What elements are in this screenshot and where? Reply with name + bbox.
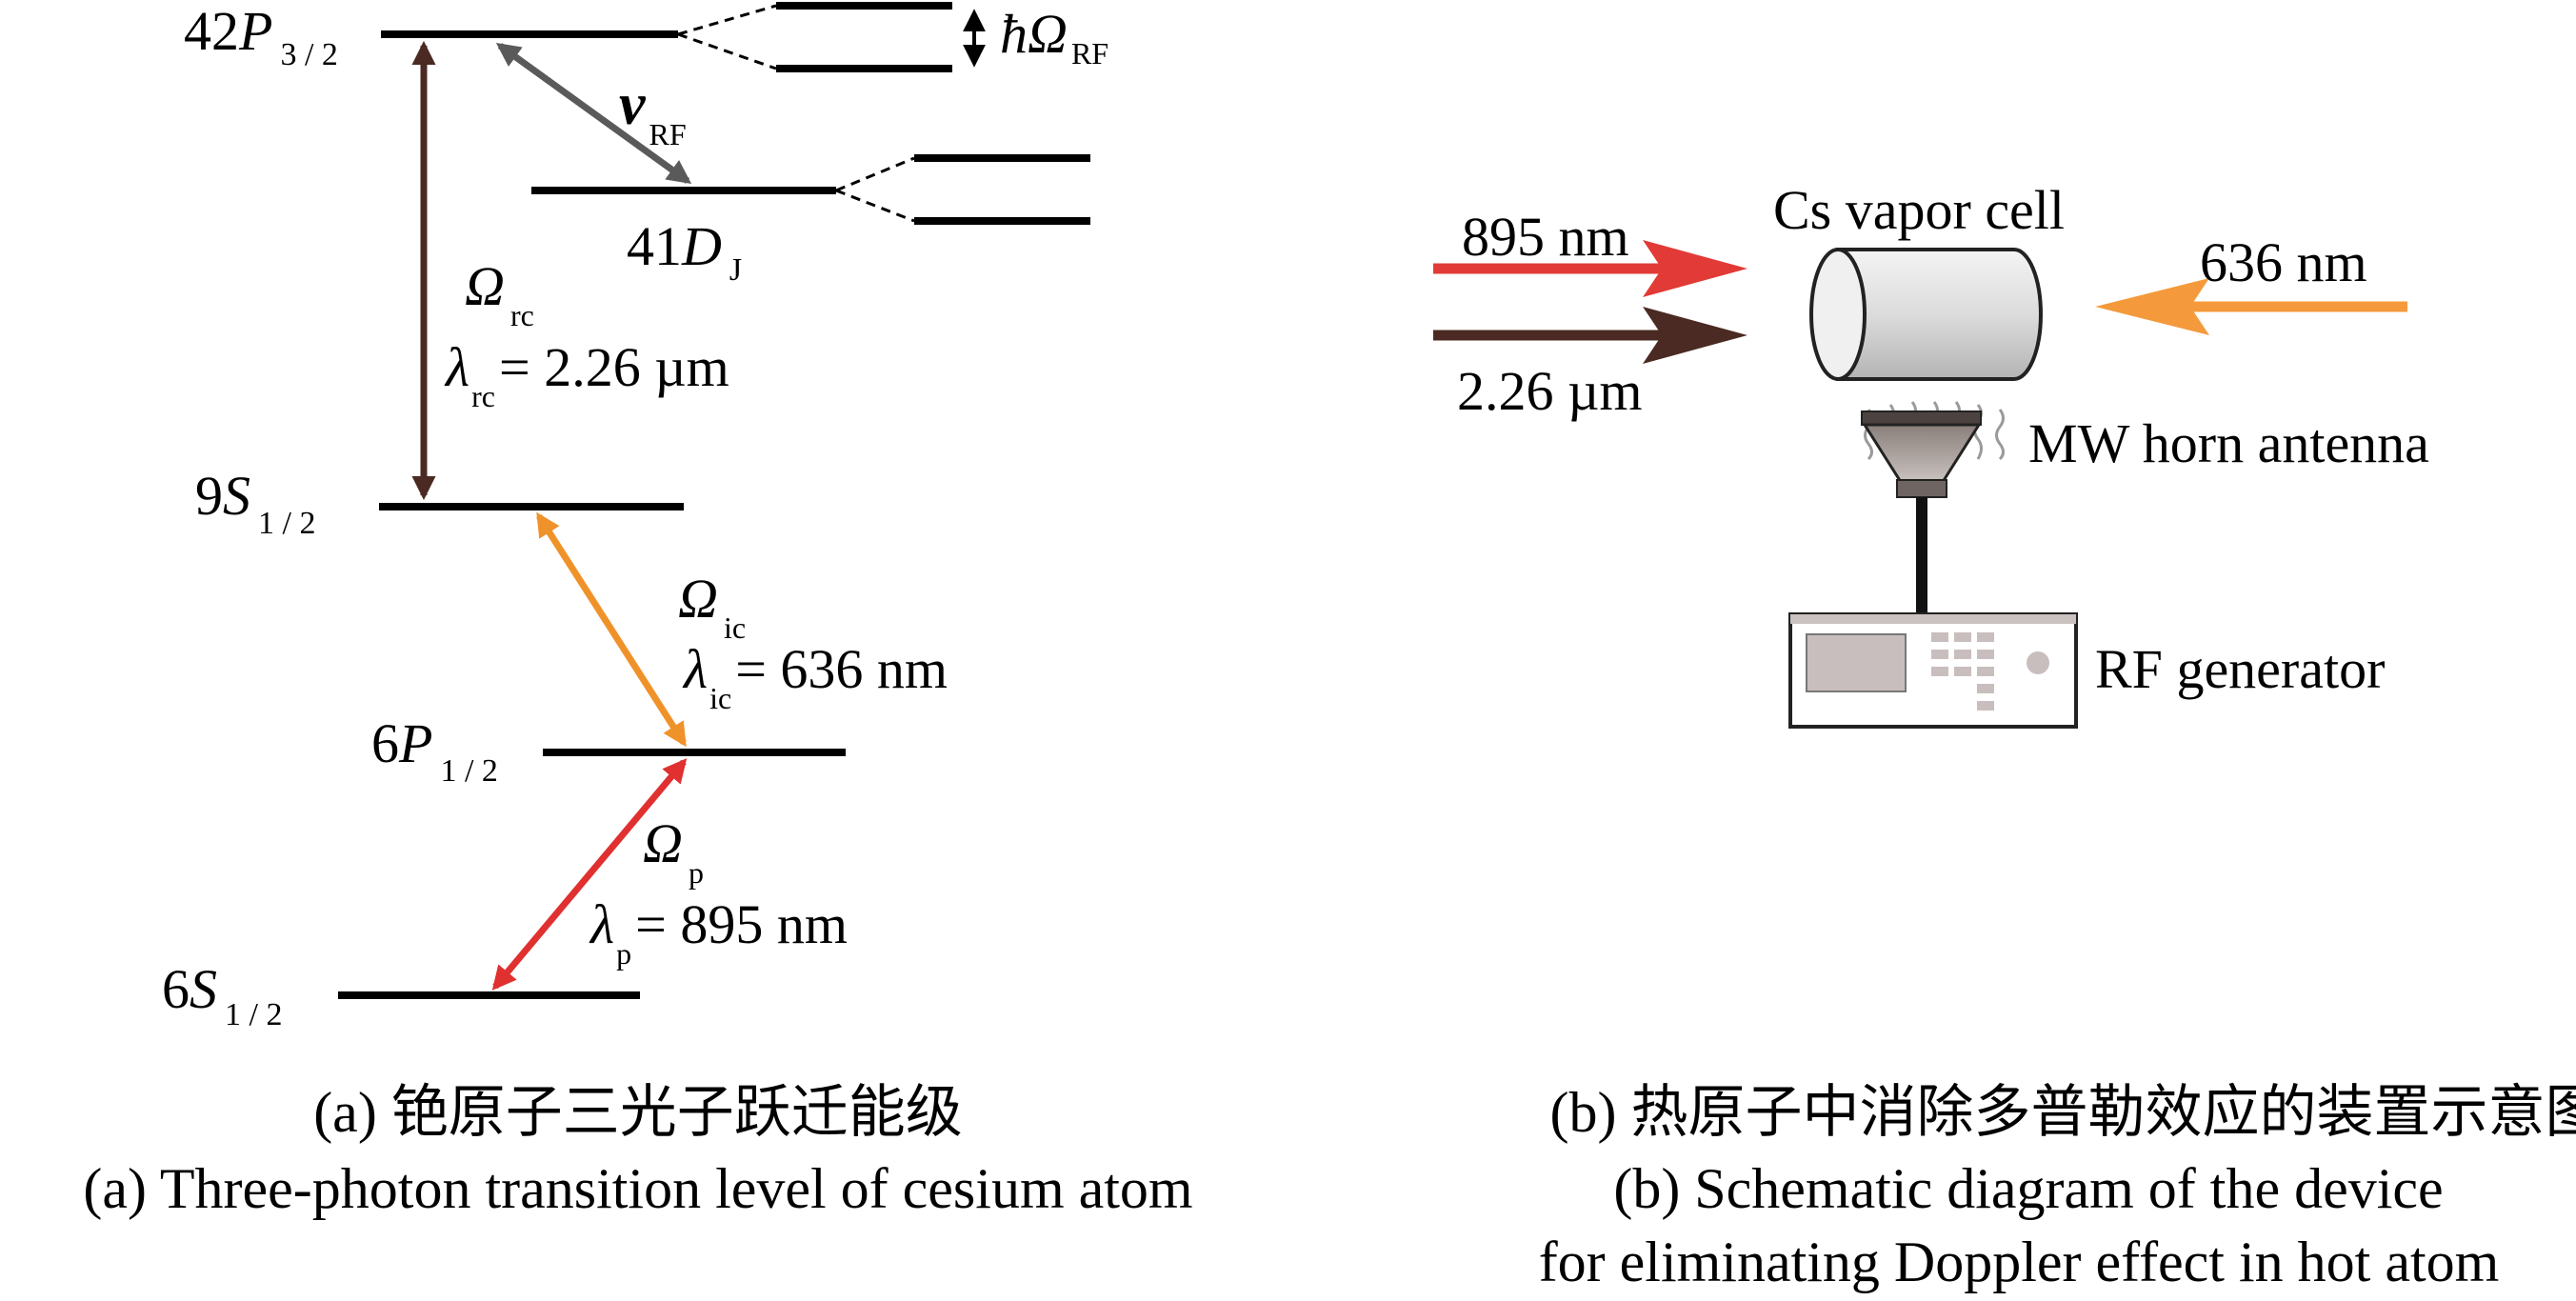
beam-226-arrowhead xyxy=(1643,307,1747,364)
split-dash-lower xyxy=(677,32,777,70)
rf-transition-arrow xyxy=(495,43,692,184)
label-lambda-p: λp= 895 nm xyxy=(589,893,848,971)
beam-636-arrowhead xyxy=(2095,278,2209,335)
panel-b-setup: 895 nm 2.26 µm 636 nm Cs vapor cell MW h… xyxy=(1433,179,2576,1293)
beam-895-arrowhead xyxy=(1643,240,1747,297)
caption-b-en-line1: (b) Schematic diagram of the device xyxy=(1613,1157,2443,1220)
label-horn-antenna: MW horn antenna xyxy=(2028,412,2429,474)
label-beam-636: 636 nm xyxy=(2200,231,2367,293)
cable xyxy=(1916,497,1927,616)
caption-a-en: (a) Three-photon transition level of ces… xyxy=(83,1157,1192,1220)
horn-antenna xyxy=(1861,410,1982,498)
caption-b-cn: (b) 热原子中消除多普勒效应的装置示意图 xyxy=(1550,1081,2576,1144)
split-dash-41-lower xyxy=(835,189,915,223)
p-transition-arrow xyxy=(491,758,688,991)
label-lambda-ic: λic= 636 nm xyxy=(682,638,948,715)
label-vapor-cell: Cs vapor cell xyxy=(1773,179,2065,241)
label-lambda-rc: λrc= 2.26 µm xyxy=(444,336,729,413)
ic-transition-arrow xyxy=(536,511,687,748)
vapor-cell xyxy=(1809,248,2043,381)
label-rf-generator: RF generator xyxy=(2095,638,2385,700)
caption-a-cn: (a) 铯原子三光子跃迁能级 xyxy=(313,1081,963,1144)
label-beam-895: 895 nm xyxy=(1462,206,1629,268)
rf-generator xyxy=(1788,612,2078,729)
split-dash-upper xyxy=(677,4,777,36)
split-dash-41-upper xyxy=(835,156,915,192)
caption-b-en-line2: for eliminating Doppler effect in hot at… xyxy=(1539,1231,2500,1293)
label-beam-226: 2.26 µm xyxy=(1457,360,1643,422)
